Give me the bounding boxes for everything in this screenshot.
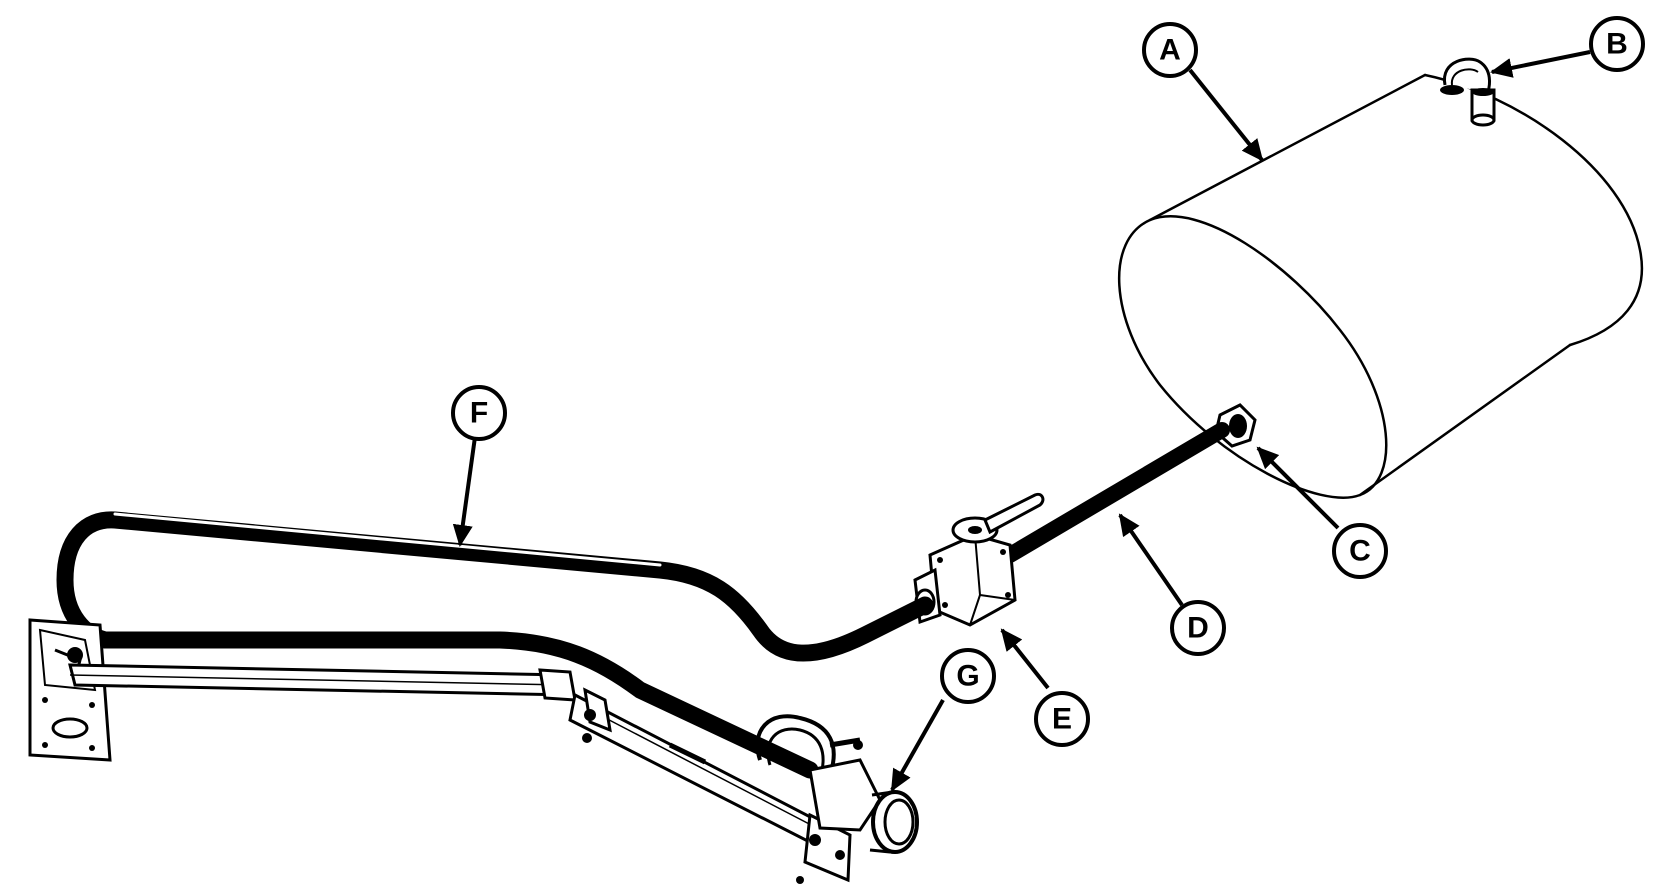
callout-d-label: D (1187, 612, 1209, 645)
leader-e (1000, 628, 1050, 690)
ball-valve (913, 492, 1045, 627)
callout-a: A (1142, 22, 1198, 78)
leader-g (890, 699, 945, 792)
leader-f (452, 436, 477, 547)
leader-d (1118, 513, 1184, 607)
callout-g-label: G (956, 660, 979, 693)
callout-c-label: C (1349, 535, 1371, 568)
vent-fitting (1440, 57, 1496, 127)
callout-c: C (1332, 523, 1388, 579)
callout-a-label: A (1159, 34, 1181, 67)
callout-e-label: E (1052, 703, 1072, 736)
leader-a (1188, 68, 1264, 162)
mounting-bracket (28, 618, 112, 762)
tank (1117, 73, 1644, 499)
callout-b-label: B (1606, 28, 1628, 61)
callout-f-label: F (470, 397, 488, 430)
leader-c (1256, 446, 1340, 530)
callout-b: B (1589, 16, 1645, 72)
callout-e: E (1034, 691, 1090, 747)
support-rail (68, 663, 577, 702)
hose-f (56, 511, 934, 779)
leader-b (1490, 50, 1591, 78)
frame-rail (568, 687, 852, 884)
callout-g: G (940, 648, 996, 704)
leader-lines (452, 50, 1591, 792)
callout-d: D (1170, 600, 1226, 656)
hose-d (1002, 422, 1230, 563)
callout-f: F (451, 385, 507, 441)
nozzle-coupling (755, 714, 919, 854)
